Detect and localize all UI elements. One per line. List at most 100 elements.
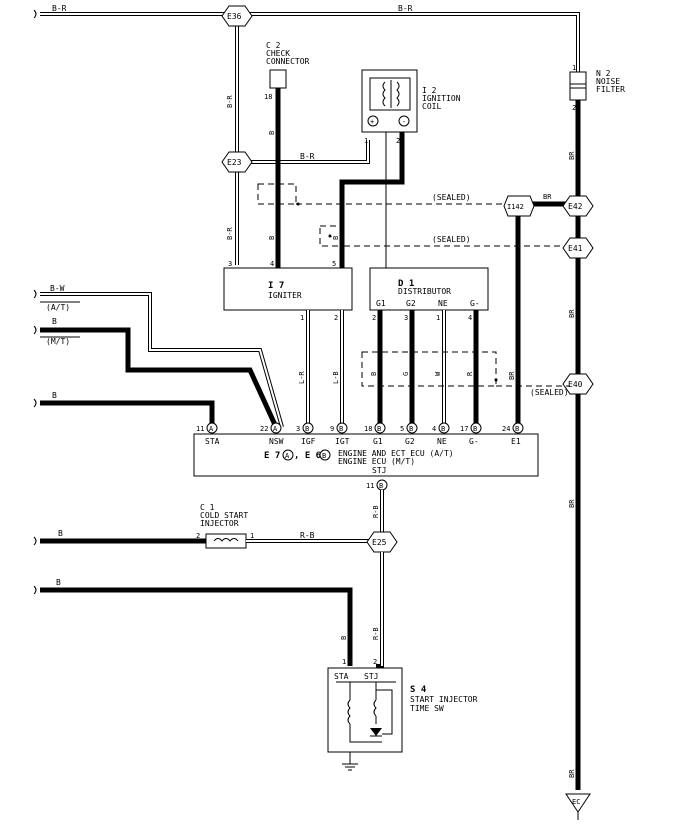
s4-id: S 4 xyxy=(410,685,427,695)
wire-label-b-c2: B xyxy=(268,131,276,135)
ignition-coil: + - 1 2 I 2 IGNITION COIL xyxy=(361,69,461,145)
shield-box-3 xyxy=(361,351,497,387)
ecu-pin-conn: B xyxy=(339,425,343,433)
ecu-pin-conn: B xyxy=(409,425,413,433)
ecu-pin-number: 18 xyxy=(364,425,372,433)
ecu-pin-number: 22 xyxy=(260,425,268,433)
wire-label-b-g1: B xyxy=(370,372,378,376)
d1-id: D 1 xyxy=(398,279,414,289)
input-b-sta: B xyxy=(33,391,215,427)
ground-ec: EC xyxy=(565,793,591,820)
wire-label-br-top-right: B-R xyxy=(398,4,413,13)
connector-e40-label: E40 xyxy=(568,380,583,389)
i2-line2: COIL xyxy=(422,102,441,111)
wire-label-br2-3: BR xyxy=(568,499,576,508)
wire-label-rb-1: R-B xyxy=(372,505,380,518)
ecu-stj-label: STJ xyxy=(372,466,386,475)
ecu-pin-number: 9 xyxy=(330,425,334,433)
connector-i142-label: I142 xyxy=(507,203,524,211)
ecu-pin-nsw xyxy=(270,422,282,434)
connector-e41: E41 xyxy=(562,237,594,259)
ecu-pin-g xyxy=(470,422,482,434)
wire-label-rb-c1: R-B xyxy=(300,531,315,540)
d1-pin3: 3 xyxy=(404,314,408,322)
wire-label-lr: L-R xyxy=(298,371,306,384)
d1-pin4: 4 xyxy=(468,314,472,322)
c2-id: C 2 xyxy=(266,41,281,50)
ecu-pin-conn: B xyxy=(473,425,477,433)
s4-line2: TIME SW xyxy=(410,704,444,713)
n2-line2: FILTER xyxy=(596,85,625,94)
c2-pin: 18 xyxy=(264,93,272,101)
i7-name: IGNITER xyxy=(268,291,302,300)
noise-filter: 1 2 N 2 NOISE FILTER xyxy=(569,64,625,112)
ecu-pin-conn: B xyxy=(305,425,309,433)
ecu-pin-label: G2 xyxy=(405,437,415,446)
ecu-pin-conn: B xyxy=(441,425,445,433)
ecu-pin-label: NE xyxy=(437,437,447,446)
start-injector-time-switch: 1 2 STA STJ S 4 START INJECTOR TIME SW xyxy=(327,658,478,753)
n2-line1: NOISE xyxy=(596,77,620,86)
wire-label-bw: B-W xyxy=(50,284,65,293)
wire-label-b-s4: B xyxy=(56,578,61,587)
ecu-pin-number: 24 xyxy=(502,425,510,433)
s4-pin1: 1 xyxy=(342,658,346,666)
ecu-pin-label: G- xyxy=(469,437,479,446)
wire-label-g: G xyxy=(402,372,410,376)
ground-ec-label: EC xyxy=(572,798,580,806)
wire-label-br-v2: B-R xyxy=(226,227,234,240)
ecu-pin-conn: B xyxy=(377,425,381,433)
s4-stj: STJ xyxy=(364,672,378,681)
c1-line1: COLD START xyxy=(200,511,248,520)
d1-g1: G1 xyxy=(376,299,386,308)
d1-ne: NE xyxy=(438,299,448,308)
ecu-pin-label: NSW xyxy=(269,437,284,446)
top-br-wire: B-R B-R xyxy=(33,4,580,265)
ecu-pin-e1 xyxy=(512,422,524,434)
c1-pin1: 1 xyxy=(250,532,254,540)
ecu-id-e6: , E 6 xyxy=(294,451,321,461)
wire-label-w: W xyxy=(434,371,442,376)
ecu-stj-num: 11 xyxy=(366,482,374,490)
ecu-pin-label: IGT xyxy=(335,437,350,446)
connector-e25: E25 xyxy=(366,531,398,553)
ecu-line1: ENGINE AND ECT ECU (A/T) xyxy=(338,449,454,458)
s4-pin2: 2 xyxy=(373,658,377,666)
d1-name: DISTRIBUTOR xyxy=(398,287,451,296)
ecu-pin-number: 5 xyxy=(400,425,404,433)
c1-id: C 1 xyxy=(200,503,215,512)
wire-label-br-v1: B-R xyxy=(226,95,234,108)
cold-start-injector: C 1 COLD START INJECTOR B 2 1 xyxy=(33,503,254,549)
ecu-pin-label: G1 xyxy=(373,437,383,446)
wire-label-br2-i142: BR xyxy=(543,193,552,201)
d1-pin1: 1 xyxy=(436,314,440,322)
d1-gm: G- xyxy=(470,299,480,308)
ecu-pin-sta xyxy=(206,422,218,434)
ecu-pin-number: 3 xyxy=(296,425,300,433)
connector-e36: E36 xyxy=(221,5,253,27)
i7-pin5: 5 xyxy=(332,260,336,268)
ecu-pin-label: IGF xyxy=(301,437,316,446)
wire-label-br2-e1: BR xyxy=(508,371,516,380)
ecu-pin-conn: A xyxy=(273,425,278,433)
n2-pin2: 2 xyxy=(572,104,576,112)
c1-pin2: 2 xyxy=(196,532,200,540)
ecu-pin-number: 11 xyxy=(196,425,204,433)
wire-label-r: R xyxy=(466,371,474,376)
ecu-pin-g2 xyxy=(406,422,418,434)
wire-label-br2-2: BR xyxy=(568,309,576,318)
shield-box-1 xyxy=(257,183,297,205)
i7-pin3: 3 xyxy=(228,260,232,268)
wire-label-b-s4v: B xyxy=(340,636,348,640)
ecu-pin-igt xyxy=(336,422,348,434)
i2-id: I 2 xyxy=(422,86,437,95)
label-mt: (M/T) xyxy=(46,337,70,346)
connector-e42-label: E42 xyxy=(568,202,583,211)
i7-pin1: 1 xyxy=(300,314,304,322)
input-bw-at: B-W (A/T) xyxy=(33,284,284,428)
wire-label-br-coil: B-R xyxy=(300,152,315,161)
ecu-stj-pin: 11 B xyxy=(366,479,388,491)
ecu-conn-a-mark: A xyxy=(285,452,290,460)
connector-e41-label: E41 xyxy=(568,244,583,253)
